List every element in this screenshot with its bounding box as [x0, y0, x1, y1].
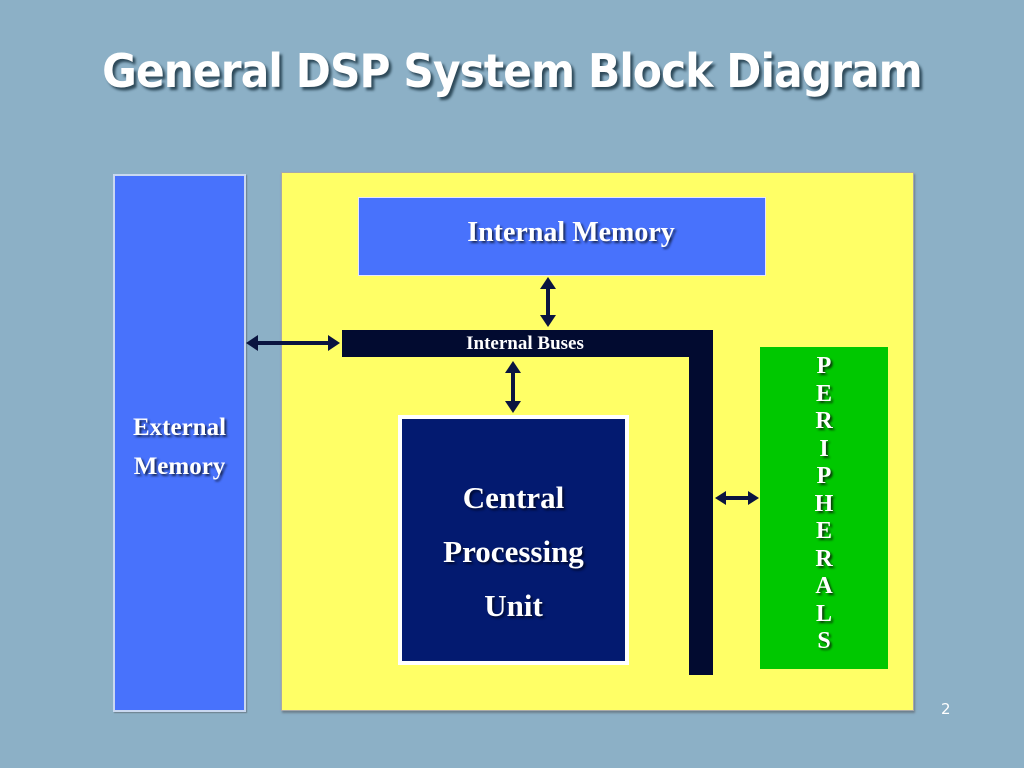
cpu-label-line1: Central	[462, 480, 565, 515]
arrow-internal-memory-bus-icon	[540, 277, 556, 327]
arrow-external-memory-bus-icon	[246, 335, 340, 351]
external-memory-block: External Memory	[113, 174, 246, 712]
external-memory-label-line2: Memory	[133, 453, 226, 480]
arrow-bus-cpu-icon	[505, 361, 521, 413]
internal-bus-vertical	[689, 330, 713, 675]
peripherals-label: P E R I P H E R A L S	[760, 353, 888, 656]
cpu-label: Central Processing Unit	[402, 471, 625, 633]
internal-memory-block: Internal Memory	[358, 197, 766, 276]
peripherals-letter: A	[815, 573, 833, 599]
peripherals-letter: H	[814, 490, 834, 517]
internal-bus-horizontal: Internal Buses	[342, 330, 713, 357]
slide-title: General DSP System Block Diagram	[102, 44, 923, 98]
peripherals-letter: I	[819, 435, 829, 462]
peripherals-letter: R	[815, 545, 833, 572]
peripherals-letter: P	[816, 353, 832, 379]
cpu-label-line3: Unit	[484, 588, 543, 623]
internal-memory-label: Internal Memory	[467, 217, 675, 248]
peripherals-letter: R	[815, 408, 833, 434]
peripherals-letter: E	[815, 380, 832, 407]
peripherals-letter: E	[815, 518, 832, 544]
peripherals-letter: S	[817, 628, 831, 654]
cpu-block-fill: Central Processing Unit	[402, 419, 625, 661]
page-number: 2	[941, 700, 951, 718]
cpu-label-line2: Processing	[443, 534, 584, 569]
external-memory-label-line1: External	[132, 414, 227, 441]
peripherals-block: P E R I P H E R A L S	[760, 347, 888, 669]
arrow-bus-peripherals-icon	[715, 491, 759, 505]
cpu-block: Central Processing Unit	[398, 415, 629, 665]
internal-buses-label: Internal Buses	[466, 333, 584, 354]
peripherals-letter: L	[815, 600, 832, 627]
external-memory-label: External Memory	[115, 408, 244, 486]
peripherals-letter: P	[816, 463, 832, 489]
